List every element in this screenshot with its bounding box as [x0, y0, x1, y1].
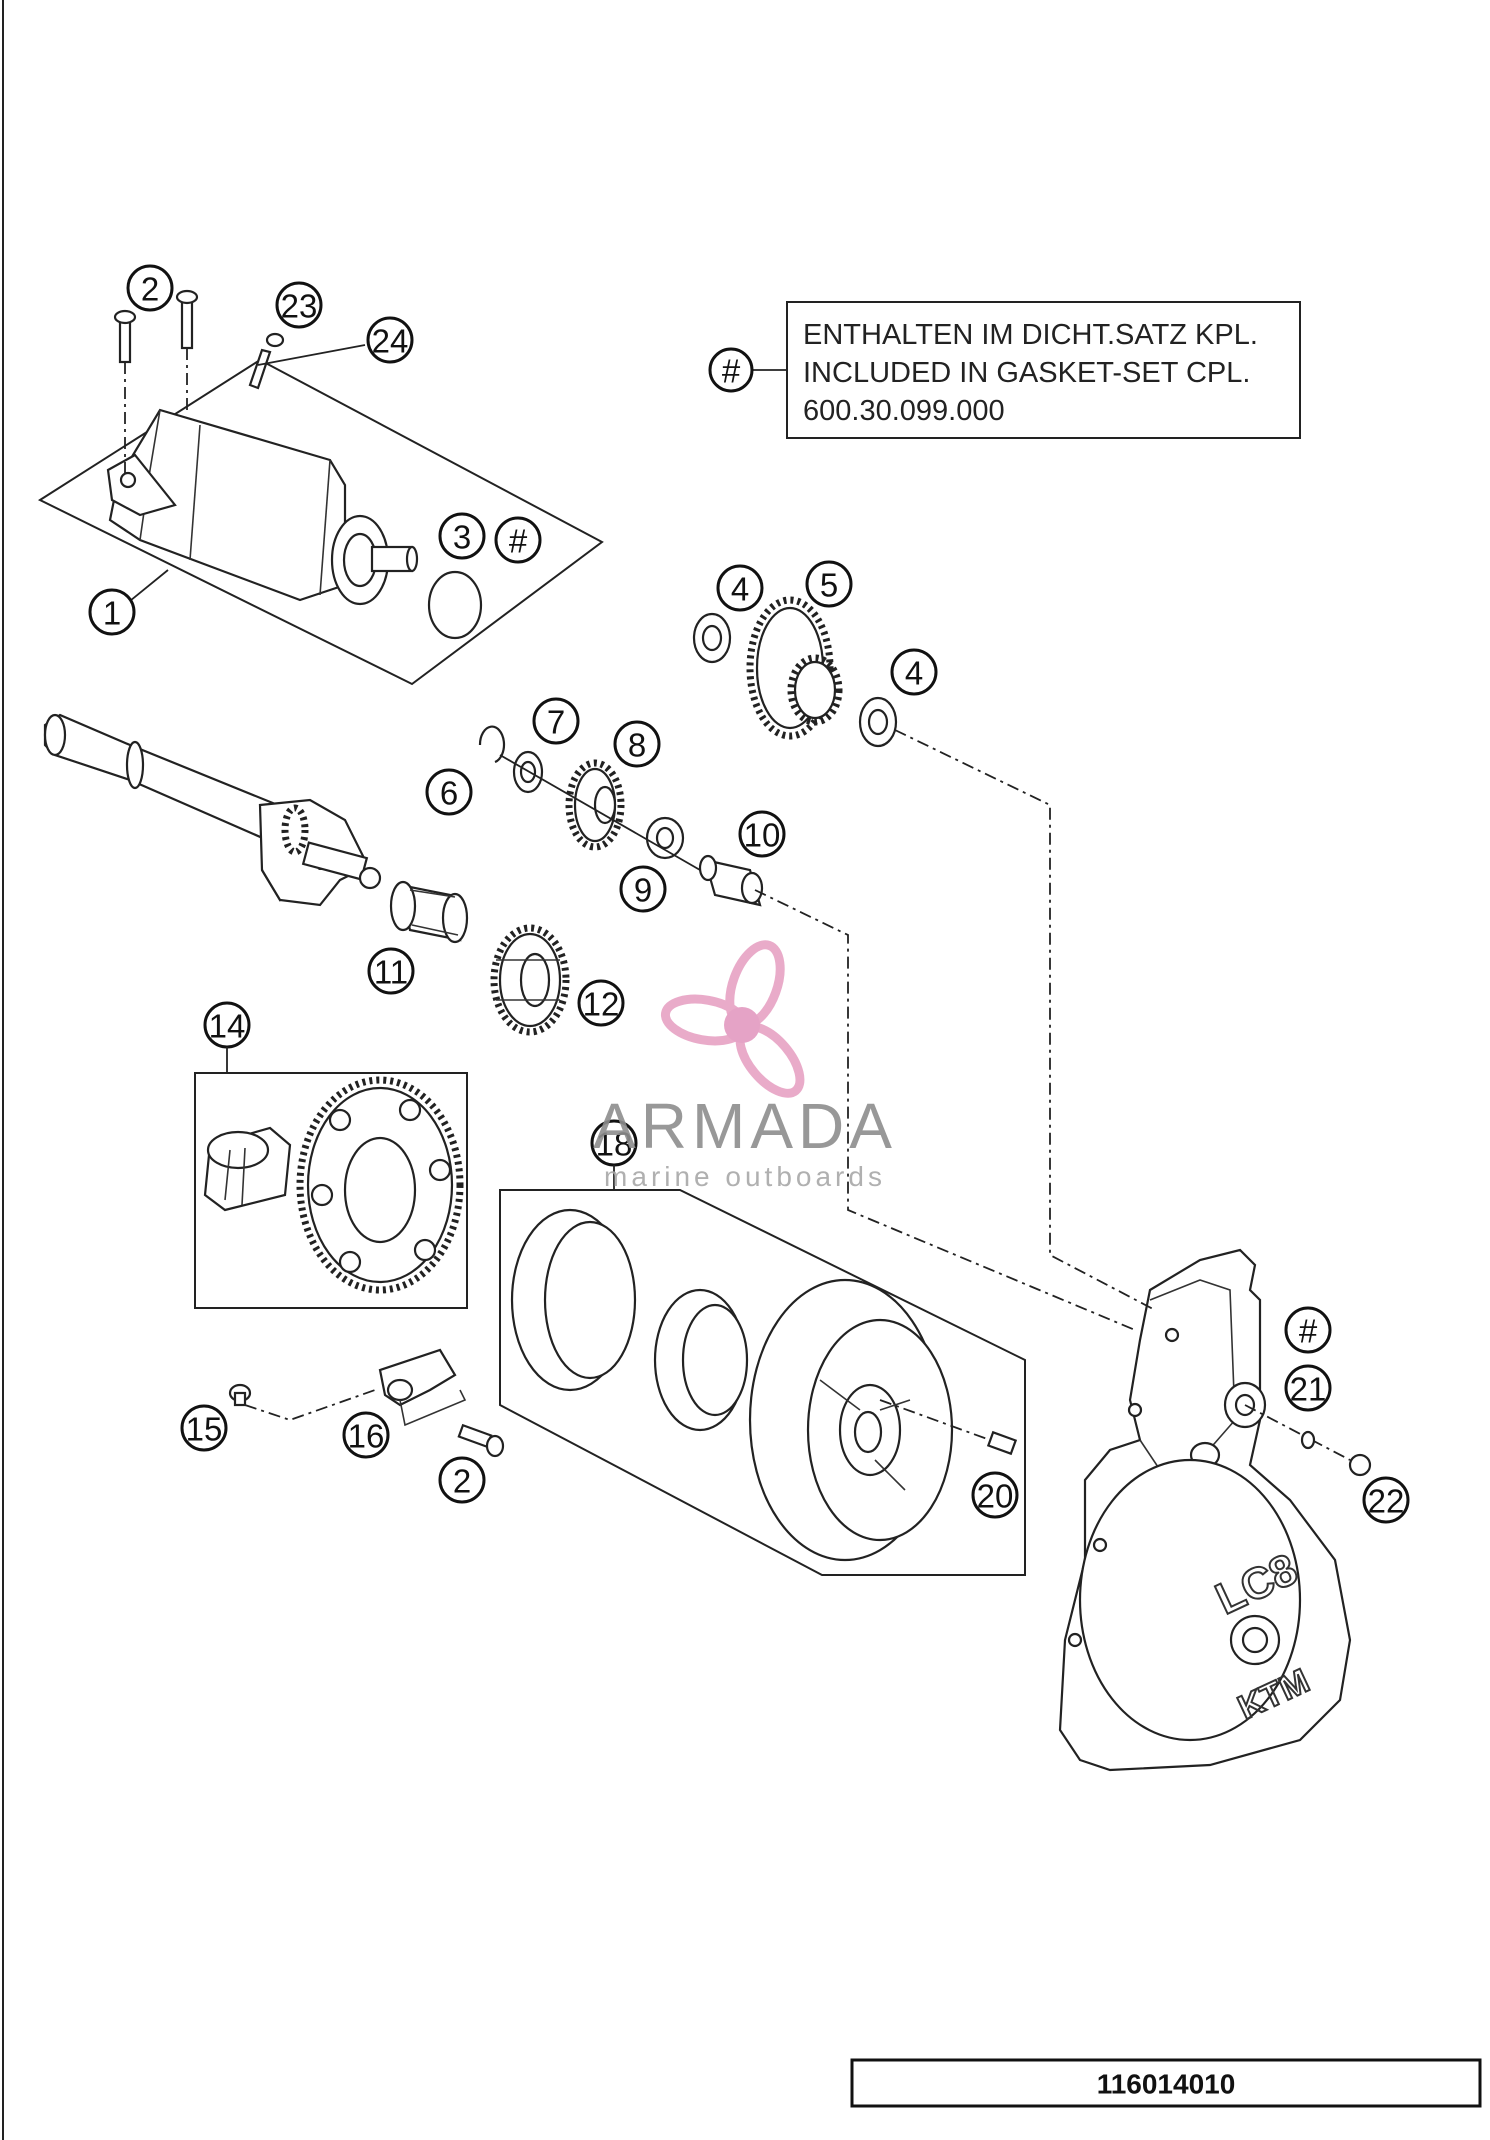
callout-4-left-label: 4 — [731, 571, 749, 608]
screw-part-2-second — [180, 298, 194, 350]
callout-12-label: 12 — [583, 986, 620, 1023]
callout-8: 8 — [613, 720, 661, 768]
callout-2-bottom: 2 — [438, 1456, 486, 1504]
callout-1: 1 — [88, 588, 136, 636]
note-line-1: ENTHALTEN IM DICHT.SATZ KPL. — [803, 319, 1258, 351]
callout-16: 16 — [342, 1411, 390, 1459]
callout-3: 3 — [438, 512, 486, 560]
callout-6-label: 6 — [440, 775, 458, 812]
crankshaft-assembly — [43, 713, 382, 907]
assembly-lines — [754, 729, 1156, 1331]
callout-1-label: 1 — [103, 595, 121, 632]
callout-21: 21 — [1284, 1364, 1332, 1412]
callout-8-label: 8 — [628, 727, 646, 764]
callout-5: 5 — [805, 560, 853, 608]
callout-10: 10 — [738, 810, 786, 858]
gear-part-8 — [565, 759, 625, 851]
starter-screws — [113, 289, 199, 475]
callout-23-label: 23 — [281, 288, 318, 325]
idler-gear-group — [692, 596, 898, 748]
callout-16-label: 16 — [348, 1418, 385, 1455]
plug-part-22 — [1348, 1453, 1372, 1477]
callout-hash-starter: # — [494, 516, 542, 564]
callout-9: 9 — [619, 865, 667, 913]
terminal-part-24 — [248, 348, 272, 390]
drawing-number: 116014010 — [1097, 2069, 1236, 2100]
callout-15-label: 15 — [186, 1411, 223, 1448]
callout-22-label: 22 — [1368, 1483, 1405, 1520]
callout-4-left: 4 — [716, 564, 764, 612]
rotor-group — [499, 1189, 1026, 1576]
callout-10-label: 10 — [744, 817, 781, 854]
callout-22: 22 — [1362, 1476, 1410, 1524]
callout-21-label: 21 — [1290, 1371, 1327, 1408]
callout-15: 15 — [180, 1404, 228, 1452]
starter-motor-shaft — [370, 545, 414, 573]
freewheel-gear-group — [194, 1072, 468, 1309]
starter-motor-group — [37, 289, 604, 686]
propeller-hub — [724, 1007, 760, 1043]
callout-11-label: 11 — [374, 954, 408, 991]
cap-part-23 — [265, 332, 285, 348]
gasket-set-note: ENTHALTEN IM DICHT.SATZ KPL. INCLUDED IN… — [708, 301, 1301, 439]
callout-12: 12 — [577, 979, 625, 1027]
callout-2-top-label: 2 — [141, 271, 159, 308]
callout-24: 24 — [366, 316, 414, 364]
callout-11: 11 — [367, 947, 415, 995]
callout-7-label: 7 — [547, 704, 565, 741]
callout-23: 23 — [275, 281, 323, 329]
callout-9-label: 9 — [634, 872, 652, 909]
plug-group — [1244, 1404, 1372, 1477]
gear-part-14 — [296, 1076, 464, 1294]
callout-18-label: 18 — [596, 1126, 633, 1163]
callout-4-right: 4 — [890, 648, 938, 696]
o-ring-part-3 — [427, 570, 483, 640]
sensor-group — [228, 1348, 505, 1458]
needle-bearing-part-11 — [389, 880, 469, 944]
callout-hash-starter-label: # — [509, 523, 528, 560]
screw-part-2 — [118, 318, 132, 364]
drawing-number-frame — [850, 2058, 1482, 2108]
armada-watermark: ARMADA marine outboards — [593, 940, 897, 1192]
callout-18: 18 — [590, 1119, 638, 1190]
callout-14: 14 — [203, 1001, 251, 1073]
callout-3-label: 3 — [453, 519, 471, 556]
intermediate-gear-stack — [478, 725, 764, 907]
propeller-icon — [660, 940, 805, 1098]
cover-dome — [1078, 1458, 1302, 1742]
circlip-part-6 — [478, 725, 506, 764]
callout-hash-cover-label: # — [1299, 1313, 1318, 1350]
callout-24-label: 24 — [372, 323, 409, 360]
note-symbol: # — [722, 353, 741, 390]
gear-part-12 — [490, 924, 570, 1036]
generator-cover: LC8 KTM — [1058, 1248, 1352, 1772]
callout-hash-cover: # — [1284, 1306, 1332, 1354]
gear-part-5 — [746, 596, 834, 740]
callout-4-right-label: 4 — [905, 655, 923, 692]
note-symbol-circle — [708, 347, 754, 393]
callout-20: 20 — [971, 1471, 1019, 1519]
drawing-number-box: 116014010 — [850, 2058, 1482, 2108]
callout-2-top: 2 — [126, 264, 174, 312]
watermark-name: ARMADA — [593, 1090, 897, 1162]
callout-6: 6 — [425, 768, 473, 816]
callout-7: 7 — [532, 697, 580, 745]
callout-14-label: 14 — [209, 1008, 246, 1045]
note-line-3: 600.30.099.000 — [803, 395, 1005, 427]
note-line-2: INCLUDED IN GASKET-SET CPL. — [803, 357, 1250, 389]
callout-20-label: 20 — [977, 1478, 1014, 1515]
screw-part-20 — [986, 1430, 1018, 1456]
callout-2-bottom-label: 2 — [453, 1463, 471, 1500]
callout-5-label: 5 — [820, 567, 838, 604]
rotor-frame — [499, 1189, 1026, 1576]
o-ring-part-21 — [1300, 1430, 1316, 1450]
freewheel-frame — [194, 1072, 468, 1309]
watermark-tagline: marine outboards — [604, 1161, 886, 1192]
